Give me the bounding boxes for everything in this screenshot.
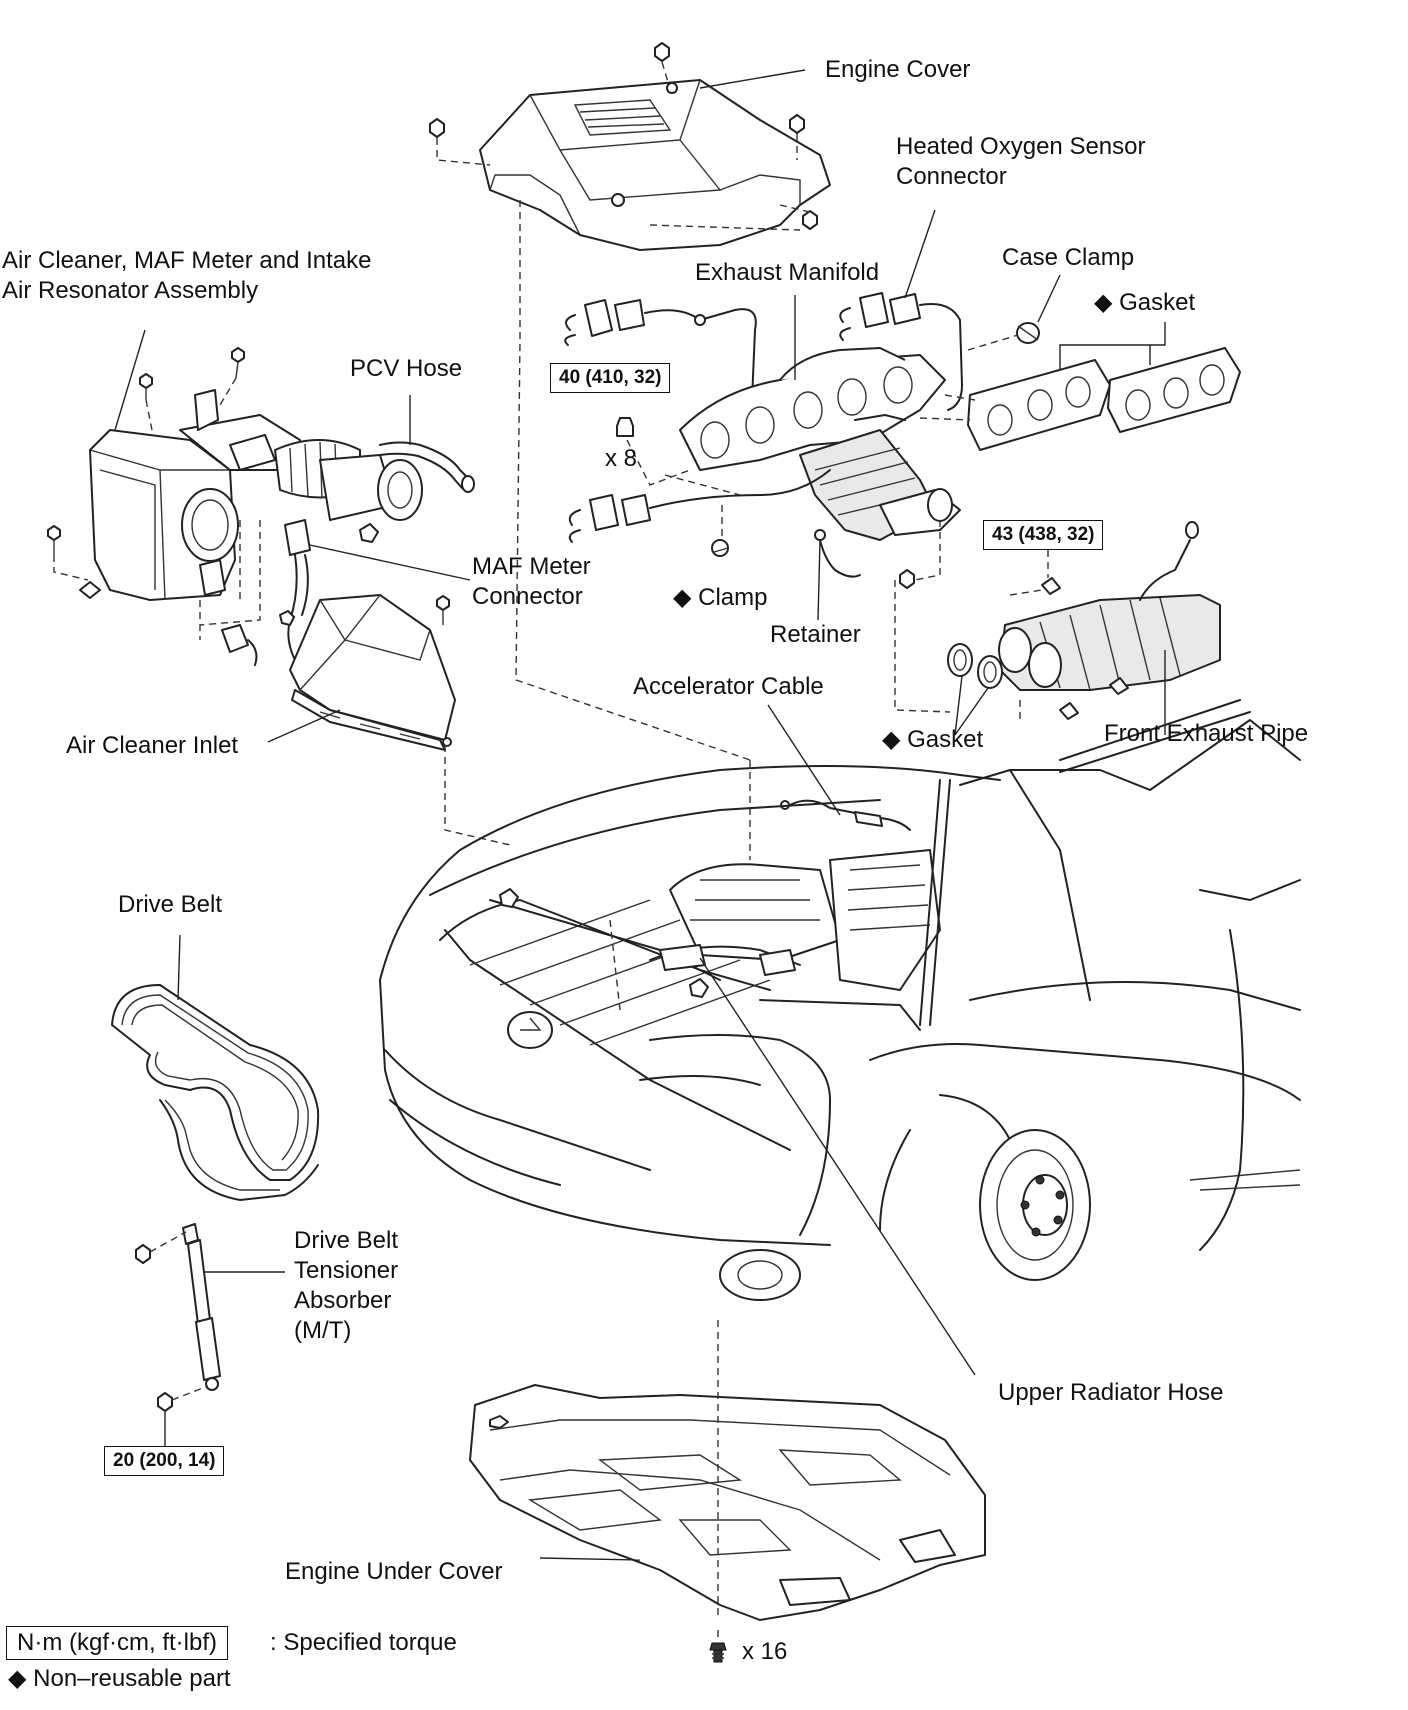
tensioner-absorber-part [135,1223,221,1412]
label-air-cleaner-inlet: Air Cleaner Inlet [66,732,239,759]
air-cleaner-assembly [79,389,423,601]
clamp-part [711,539,729,557]
legend-non-reusable-text: Non–reusable part [33,1665,231,1692]
label-gasket-top-text: Gasket [1119,289,1196,316]
drive-belt-part [111,984,320,1201]
exhaust-pipe-gaskets [947,643,1003,689]
engine-compartment [489,779,951,1031]
label-heated-oxygen-sensor-connector: Heated Oxygen Sensor Connector [896,132,1145,192]
exhaust-manifold-part [679,347,961,541]
vehicle-body [379,699,1301,1301]
heated-o2-sensor-connector [564,292,963,411]
label-retainer: Retainer [770,621,861,648]
label-engine-under-cover: Engine Under Cover [285,1558,503,1585]
label-x16: x 16 [742,1638,788,1665]
label-heated-o2-line2: Connector [896,163,1007,190]
legend-non-reusable: ◆ Non–reusable part [8,1664,231,1694]
exhaust-gasket-left [967,359,1111,451]
non-reusable-diamond-icon: ◆ [8,1665,27,1692]
air-cleaner-inlet-part [289,594,456,751]
engine-under-cover-part [469,1384,986,1621]
engine-cover-part [479,79,831,251]
legend-torque-box: N·m (kgf·cm, ft·lbf) [6,1626,228,1660]
label-air-cleaner-line1: Air Cleaner, MAF Meter and Intake [2,247,372,274]
exhaust-gasket-right [1107,347,1241,433]
lower-o2-connector [568,469,831,543]
label-gasket-lower: ◆ Gasket [882,725,983,755]
front-pipe-bolts [1041,577,1129,720]
label-heated-o2-line1: Heated Oxygen Sensor [896,133,1146,160]
label-tensioner-line2: Tensioner [294,1257,399,1284]
label-clamp-text: Clamp [698,584,768,611]
engine-cover-bolts [429,42,818,230]
label-x8: x 8 [605,445,638,472]
label-tensioner-line1: Drive Belt [294,1227,399,1254]
label-gasket-top: ◆ Gasket [1094,288,1195,318]
label-engine-cover: Engine Cover [825,56,971,83]
label-tensioner-line3: Absorber [294,1287,392,1314]
label-clamp: ◆ Clamp [673,583,768,613]
legend-torque-description: : Specified torque [270,1629,457,1656]
label-exhaust-manifold: Exhaust Manifold [695,259,880,286]
label-accelerator-cable: Accelerator Cable [633,673,824,700]
case-clamp-part [1016,322,1040,344]
non-reusable-diamond-icon: ◆ [882,726,901,753]
label-air-cleaner-line2: Air Resonator Assembly [2,277,259,304]
torque-box-tensioner: 20 (200, 14) [104,1446,225,1476]
label-air-cleaner-assembly: Air Cleaner, MAF Meter and Intake Air Re… [2,246,372,306]
label-drive-belt: Drive Belt [118,891,223,918]
label-drive-belt-tensioner: Drive Belt Tensioner Absorber (M/T) [294,1226,398,1346]
torque-box-exhaust-pipe: 43 (438, 32) [983,520,1104,550]
label-maf-line1: MAF Meter [472,553,591,580]
label-front-exhaust-pipe: Front Exhaust Pipe [1104,720,1309,747]
air-cleaner-bolts [47,347,245,555]
maf-small-clip [221,624,258,666]
non-reusable-diamond-icon: ◆ [1094,289,1113,316]
brake-rotor-hub [979,1129,1091,1281]
label-pcv-hose: PCV Hose [350,355,463,382]
accelerator-cable-part [780,799,911,831]
maf-connector-part [279,519,379,661]
pcv-hose-part [379,441,475,493]
label-maf-meter-connector: MAF Meter Connector [472,552,591,612]
label-maf-line2: Connector [472,583,583,610]
label-tensioner-line4: (M/T) [294,1317,352,1344]
retainer-part [814,529,915,589]
torque-box-manifold: 40 (410, 32) [550,363,671,393]
label-case-clamp: Case Clamp [1002,244,1135,271]
under-cover-bolt-symbol [709,1642,727,1663]
label-gasket-lower-text: Gasket [907,726,984,753]
label-upper-radiator-hose: Upper Radiator Hose [998,1379,1224,1406]
manifold-stud-nut [616,417,634,437]
non-reusable-diamond-icon: ◆ [673,584,692,611]
